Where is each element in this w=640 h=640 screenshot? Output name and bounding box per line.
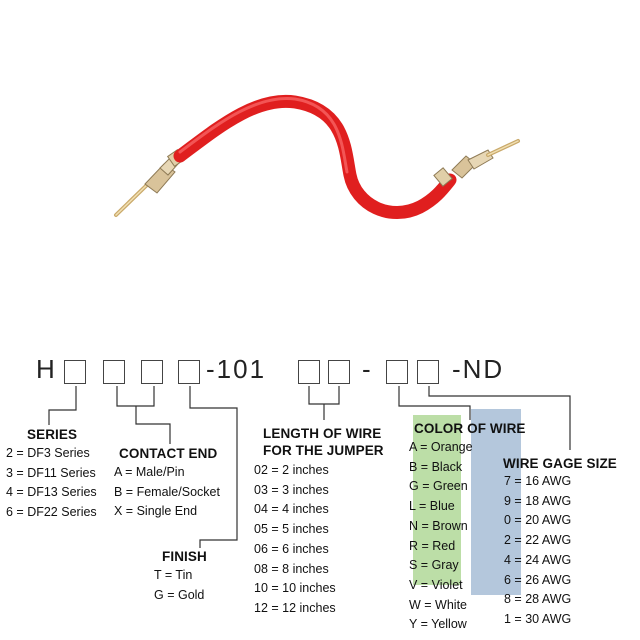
gage-connector [428, 386, 571, 450]
part-suffix: -ND [452, 354, 505, 384]
color-item: Y = Yellow [409, 617, 467, 632]
color-title: COLOR OF WIRE [414, 421, 526, 436]
length-title-line2: FOR THE JUMPER [263, 443, 384, 458]
length-list: 02 = 2 inches 03 = 3 inches 04 = 4 inche… [254, 461, 336, 619]
color-item: N = Brown [409, 518, 468, 533]
contact-end-box-2 [141, 360, 163, 384]
length-item: 03 = 3 inches [254, 482, 329, 497]
gage-list: 7 = 16 AWG 9 = 18 AWG 0 = 20 AWG 2 = 22 … [504, 472, 571, 630]
gage-item: 4 = 24 AWG [504, 552, 572, 567]
finish-item: G = Gold [154, 587, 205, 602]
series-box [64, 360, 86, 384]
gage-item: 7 = 16 AWG [504, 474, 572, 488]
jumper-wire-image [114, 94, 520, 220]
contact-end-bracket [116, 386, 155, 407]
part-prefix: H [36, 354, 57, 384]
length-item: 10 = 10 inches [254, 581, 336, 596]
right-crimp [433, 149, 494, 187]
color-item: A = Orange [409, 440, 473, 454]
series-item: 6 = DF22 Series [6, 505, 97, 520]
red-wire [173, 94, 457, 220]
finish-box [178, 360, 200, 384]
length-item: 06 = 6 inches [254, 541, 329, 556]
gage-item: 6 = 26 AWG [504, 572, 572, 587]
color-item: R = Red [409, 538, 456, 553]
contact-end-box-1 [103, 360, 125, 384]
finish-list: T = Tin G = Gold [154, 566, 204, 605]
length-item: 12 = 12 inches [254, 600, 336, 615]
color-item: V = Violet [409, 577, 463, 592]
length-item: 04 = 4 inches [254, 502, 329, 517]
color-item: W = White [409, 597, 467, 612]
length-box-1 [298, 360, 320, 384]
finish-title: FINISH [162, 549, 207, 564]
gage-item: 0 = 20 AWG [504, 513, 572, 528]
gage-title: WIRE GAGE SIZE [503, 456, 617, 471]
finish-connector [189, 386, 238, 548]
gage-item: 8 = 28 AWG [504, 592, 572, 607]
gage-box [417, 360, 439, 384]
part-dash: - [362, 354, 373, 384]
series-connector [48, 386, 77, 425]
color-list: A = Orange B = Black G = Green L = Blue … [409, 438, 473, 635]
length-bracket [308, 386, 340, 405]
color-item: L = Blue [409, 499, 455, 514]
color-item: G = Green [409, 479, 468, 494]
gage-item: 1 = 30 AWG [504, 611, 572, 626]
contact-end-title: CONTACT END [119, 446, 218, 461]
series-item: 3 = DF11 Series [6, 465, 96, 480]
series-list: 2 = DF3 Series 3 = DF11 Series 4 = DF13 … [6, 444, 97, 523]
contact-end-list: A = Male/Pin B = Female/Socket X = Singl… [114, 463, 220, 522]
length-title: LENGTH OF WIRE FOR THE JUMPER [263, 425, 384, 459]
series-item: 4 = DF13 Series [6, 485, 97, 500]
color-connector [398, 386, 471, 420]
length-item: 08 = 8 inches [254, 561, 329, 576]
distributor-logo-watermark [413, 409, 521, 595]
color-item: S = Gray [409, 558, 459, 573]
length-box-2 [328, 360, 350, 384]
contact-end-item: X = Single End [114, 504, 198, 519]
part-middle: -101 [206, 354, 267, 384]
finish-item: T = Tin [154, 568, 193, 582]
color-box [386, 360, 408, 384]
contact-end-item: A = Male/Pin [114, 465, 185, 479]
contact-end-connector [135, 406, 171, 444]
color-item: B = Black [409, 459, 463, 474]
length-item: 05 = 5 inches [254, 522, 329, 537]
gage-item: 9 = 18 AWG [504, 493, 572, 508]
length-title-line1: LENGTH OF WIRE [263, 426, 382, 441]
series-item: 2 = DF3 Series [6, 446, 90, 460]
series-title: SERIES [27, 427, 78, 442]
length-item: 02 = 2 inches [254, 463, 329, 477]
contact-end-item: B = Female/Socket [114, 484, 220, 499]
gage-item: 2 = 22 AWG [504, 533, 572, 548]
